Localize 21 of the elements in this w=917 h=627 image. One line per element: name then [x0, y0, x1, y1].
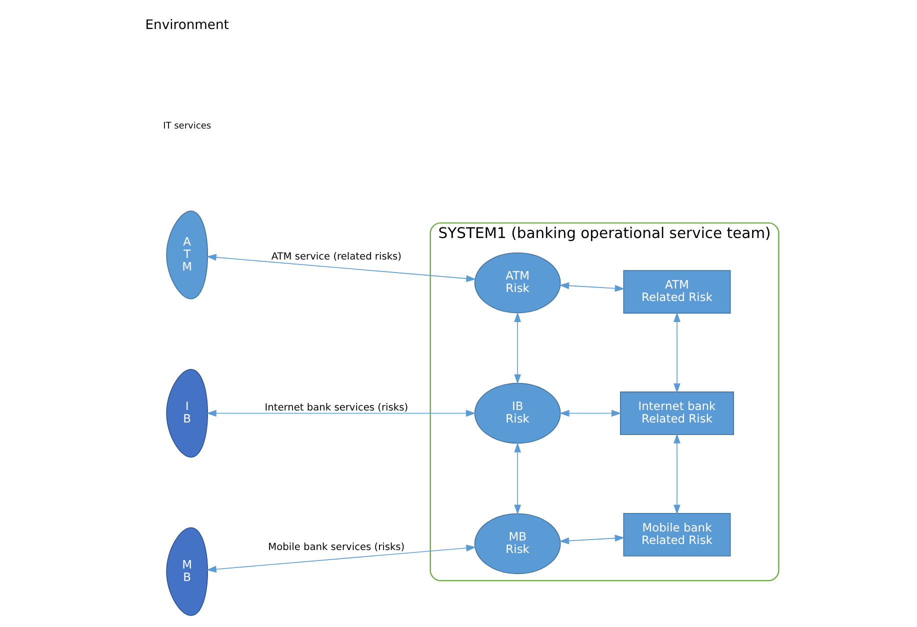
arrow — [206, 544, 476, 573]
node-ellipse: ATM Risk — [474, 252, 561, 314]
arrow — [206, 254, 476, 282]
node-box: Internet bank Related Risk — [620, 392, 734, 436]
edge-label: Internet bank services (risks) — [264, 402, 408, 414]
arrow — [206, 410, 476, 417]
label: IT services — [163, 121, 212, 132]
arrow — [559, 282, 625, 292]
arrow — [514, 442, 522, 515]
edge-label: ATM service (related risks) — [271, 252, 402, 263]
node-ellipse: IB Risk — [474, 382, 561, 444]
edge-label: Mobile bank services (risks) — [268, 542, 405, 553]
node-box: Mobile bank Related Risk — [623, 512, 731, 556]
arrow — [674, 312, 680, 394]
arrow — [514, 312, 522, 384]
arrow — [559, 410, 622, 417]
arrow — [559, 534, 625, 544]
node-box: ATM Related Risk — [623, 270, 731, 314]
node-ellipse: MB Risk — [474, 513, 561, 574]
arrow — [674, 434, 680, 515]
label: Environment — [145, 18, 229, 34]
